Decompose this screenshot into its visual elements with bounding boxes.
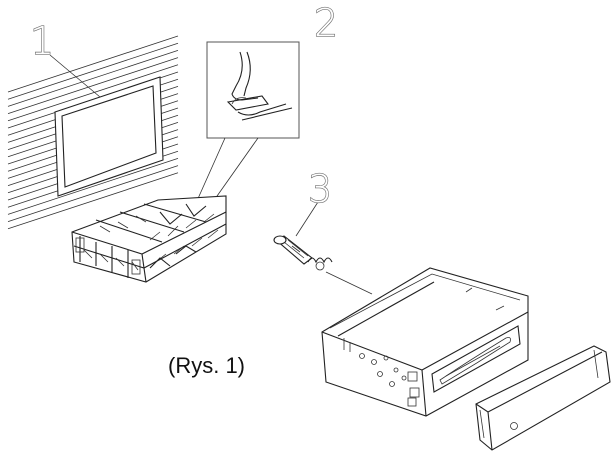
dashboard-hatch-line xyxy=(7,42,179,100)
dashboard-hatch-line xyxy=(7,172,179,230)
detail-leader-right xyxy=(209,137,259,207)
callout-1-label: 1 xyxy=(30,19,54,63)
car-stereo-unit-icon xyxy=(321,267,529,417)
callout-2-label: 2 xyxy=(314,1,338,45)
dashboard-opening-icon xyxy=(7,35,179,230)
dashboard-hatch-line xyxy=(7,165,179,222)
callout-3-label: 3 xyxy=(308,167,332,211)
dashboard-hatch-line xyxy=(7,35,179,93)
screw-with-spring-icon xyxy=(273,235,333,271)
mounting-cage-icon xyxy=(71,195,227,283)
screw-to-unit-line xyxy=(325,271,373,295)
dashboard-hatch-line xyxy=(7,64,179,122)
figure-caption: (Rys. 1) xyxy=(168,353,245,378)
callout-3-leader xyxy=(295,201,319,237)
dashboard-hatch-line xyxy=(7,158,179,215)
dashboard-hatch-line xyxy=(7,50,179,107)
release-keys-detail-icon xyxy=(206,41,300,139)
detachable-front-panel-icon xyxy=(475,345,611,451)
dashboard-hatch-line xyxy=(7,57,179,114)
callout-1-leader xyxy=(49,54,101,98)
